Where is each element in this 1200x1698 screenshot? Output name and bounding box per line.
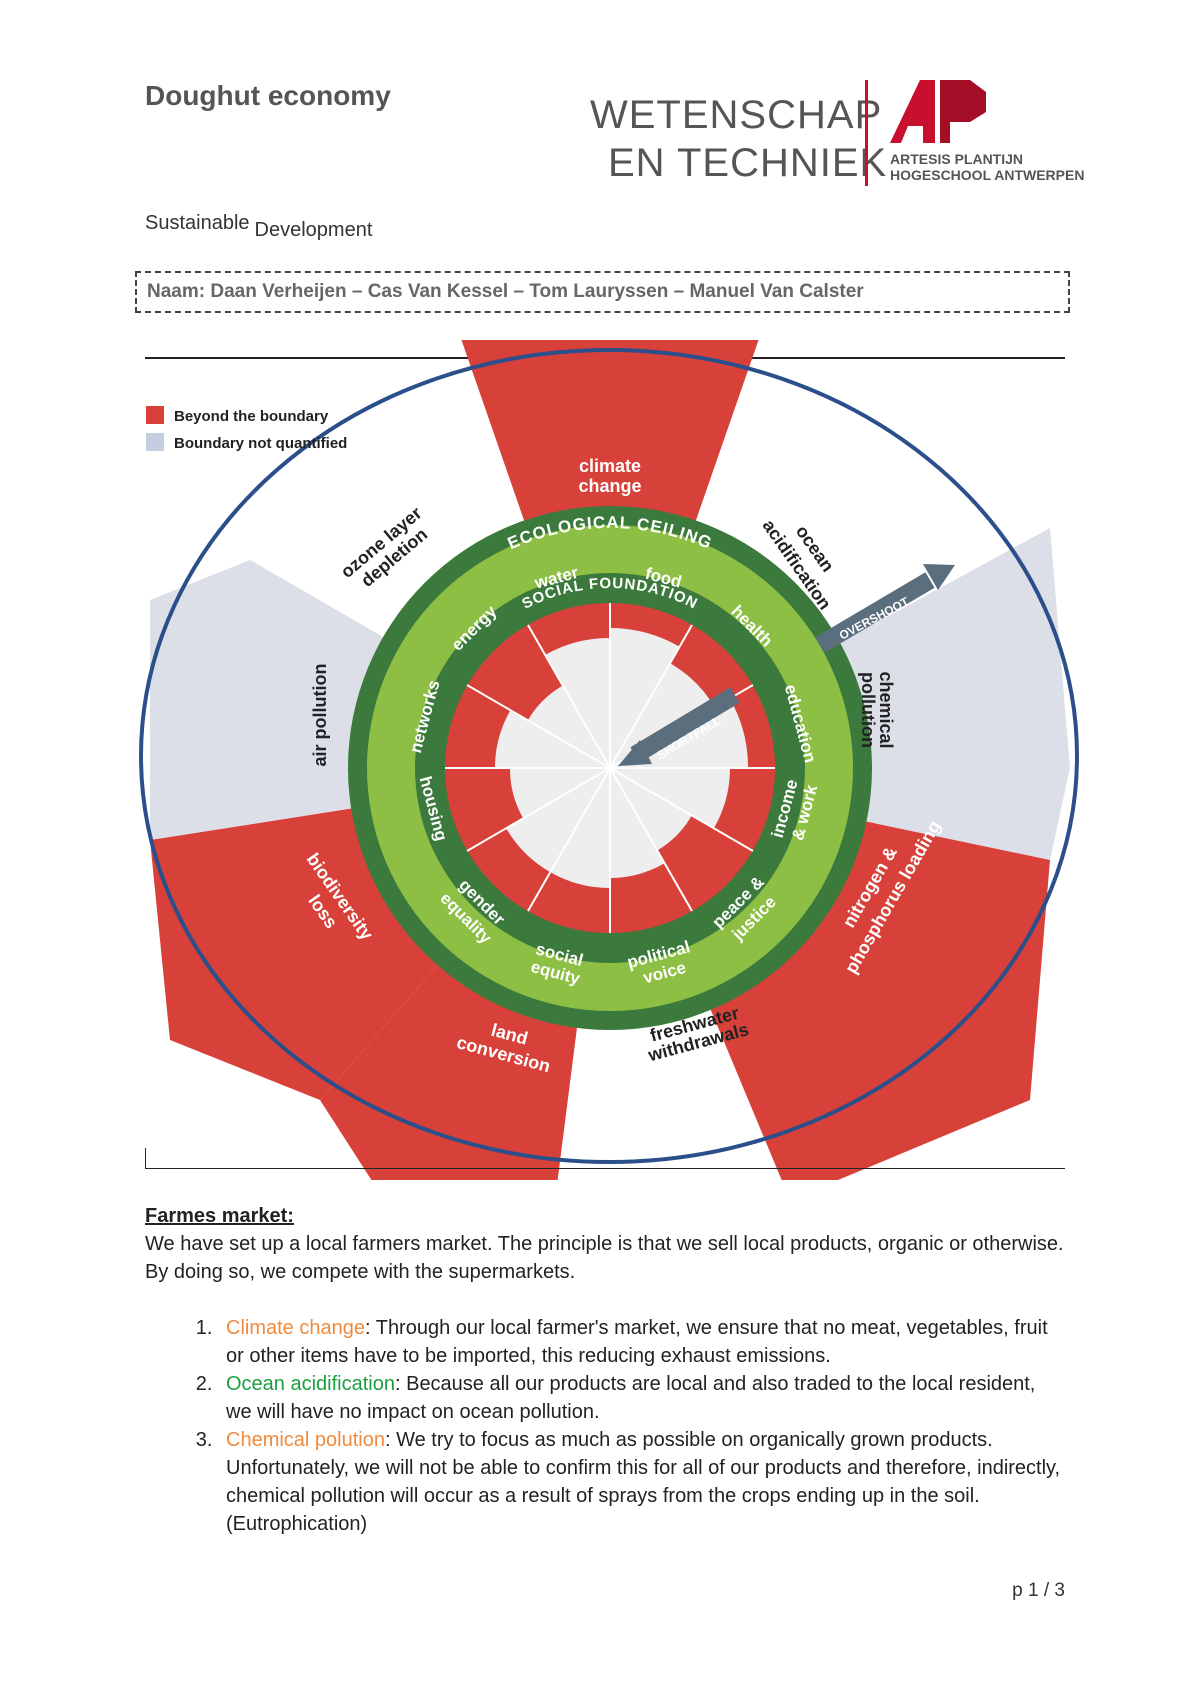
list-item: Climate change: Through our local farmer…: [218, 1314, 1065, 1370]
list-item-label: Ocean acidification: [226, 1373, 395, 1395]
legend-swatch-not-quantified: [146, 433, 164, 451]
subtitle-part2: Development: [254, 219, 373, 241]
logo-org-line2: HOGESCHOOL ANTWERPEN: [890, 167, 1084, 183]
legend-swatch-beyond: [146, 406, 164, 424]
list-item-label: Climate change: [226, 1317, 365, 1339]
document-title: Doughut economy: [145, 80, 391, 111]
logo-divider: [865, 80, 868, 186]
section-intro: We have set up a local farmers market. T…: [145, 1233, 1064, 1283]
ap-logo-mark-icon: [890, 80, 986, 143]
outline-ellipse: [139, 348, 1079, 1164]
page-number: p 1 / 3: [1012, 1580, 1065, 1601]
label-chemical: chemical: [876, 671, 896, 748]
sector-energy: [528, 686, 610, 768]
ecological-labels-dark: ocean acidification chemical pollution f…: [310, 503, 896, 1066]
list-item-label: Chemical polution: [226, 1429, 385, 1451]
logo-line1: WETENSCHAP: [590, 93, 882, 137]
list-item-text: : Through our local farmer's market, we …: [226, 1317, 1048, 1367]
names-box: Naam: Daan Verheijen – Cas Van Kessel – …: [135, 271, 1070, 313]
section-heading: Farmes market:: [145, 1205, 294, 1227]
label-change: change: [578, 476, 641, 496]
sector-networks: [494, 711, 610, 768]
sector-income-work: [610, 768, 731, 828]
sector-health: [610, 656, 715, 768]
label-climate: climate: [579, 456, 641, 476]
bottom-divider-tick: [145, 1148, 146, 1168]
bottom-divider: [145, 1168, 1065, 1169]
sector-housing: [509, 768, 610, 818]
sector-political-voice: [610, 768, 665, 878]
legend: Beyond the boundary Boundary not quantif…: [146, 406, 347, 452]
subtitle-part1: Sustainable: [145, 212, 250, 234]
logo-org-line1: ARTESIS PLANTIJN: [890, 151, 1023, 167]
farmers-market-section: Farmes market: We have set up a local fa…: [145, 1202, 1065, 1538]
sector-social-equity: [550, 768, 610, 889]
logo-line2: EN TECHNIEK: [608, 141, 887, 185]
doughnut-diagram: SHORTFALL OVERSHOOT ECOLOGICAL CEILING S…: [139, 340, 1079, 1180]
sector-peace-justice: [610, 768, 692, 850]
list-item-text: : Because all our products are local and…: [226, 1373, 1036, 1423]
list-item-text: : We try to focus as much as possible on…: [226, 1429, 1061, 1535]
list-item: Chemical polution: We try to focus as mu…: [218, 1426, 1065, 1538]
label-pollution: pollution: [858, 672, 878, 748]
list-item: Ocean acidification: Because all our pro…: [218, 1370, 1065, 1426]
impact-list: Climate change: Through our local farmer…: [145, 1314, 1065, 1538]
legend-label-beyond: Beyond the boundary: [174, 408, 329, 425]
sector-water: [545, 637, 610, 768]
sector-gender-equality: [506, 768, 610, 872]
label-air-pollution: air pollution: [310, 664, 330, 767]
inner-sectors: [494, 628, 749, 889]
institution-logo: WETENSCHAP EN TECHNIEK ARTESIS PLANTIJN …: [590, 80, 1084, 186]
legend-label-not-quantified: Boundary not quantified: [174, 435, 347, 452]
